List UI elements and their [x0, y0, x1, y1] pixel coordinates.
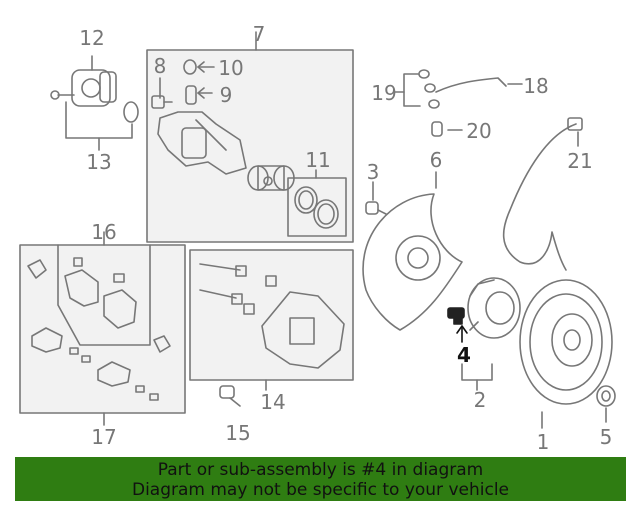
shield-bolt-part: [365, 201, 387, 215]
banner-line-2: Diagram may not be specific to your vehi…: [131, 480, 509, 500]
callout-17: 17: [91, 425, 117, 449]
brake-hose-part: [418, 69, 523, 109]
callout-16: 16: [91, 220, 117, 244]
callout-4-highlighted: 4: [457, 343, 471, 367]
callout-19: 19: [371, 81, 397, 105]
piston-seal-part: [294, 186, 339, 229]
callout-14: 14: [260, 390, 286, 414]
callout-7: 7: [252, 22, 266, 46]
info-banner: Part or sub-assembly is #4 in diagram Di…: [15, 457, 626, 501]
callout-21: 21: [567, 149, 593, 173]
callout-12: 12: [79, 26, 105, 50]
callout-9: 9: [219, 83, 233, 107]
callout-18: 18: [523, 74, 549, 98]
caliper-piston-part: [247, 165, 295, 191]
callout-10: 10: [218, 56, 244, 80]
callout-8: 8: [153, 54, 167, 78]
bracket-bolt-part: [219, 385, 241, 407]
callout-13: 13: [86, 150, 112, 174]
guide-pin-part: [185, 85, 213, 105]
abs-sensor-part: [502, 117, 583, 271]
lug-nut-part: [596, 385, 616, 407]
caliper-part: [157, 111, 247, 175]
wheel-hub-part: [467, 277, 521, 339]
brake-pads-part: [27, 257, 171, 353]
callout-11: 11: [305, 148, 331, 172]
callout-6: 6: [429, 148, 443, 172]
banner-line-1: Part or sub-assembly is #4 in diagram: [157, 460, 484, 480]
callout-5: 5: [599, 425, 613, 449]
pad-hardware-clips-part: [31, 327, 159, 401]
hose-bolt-part: [431, 121, 463, 137]
callout-1: 1: [536, 430, 550, 454]
callout-2: 2: [473, 388, 487, 412]
callout-13-bracket: [65, 101, 133, 139]
callout-19-bracket: [403, 73, 421, 107]
callout-3: 3: [366, 160, 380, 184]
exploded-parts-diagram: [19, 31, 616, 429]
dust-cap-part: [183, 59, 215, 75]
bleeder-screw-part: [151, 95, 173, 109]
caliper-bracket-part: [199, 263, 345, 369]
callout-20: 20: [466, 119, 492, 143]
callout-15: 15: [225, 421, 251, 445]
brake-pad-box: [57, 244, 151, 346]
wheel-stud-part-highlighted: [447, 307, 465, 325]
brake-rotor-part: [519, 279, 613, 405]
parking-brake-motor-part: [50, 69, 139, 123]
dust-shield-part: [362, 193, 463, 331]
